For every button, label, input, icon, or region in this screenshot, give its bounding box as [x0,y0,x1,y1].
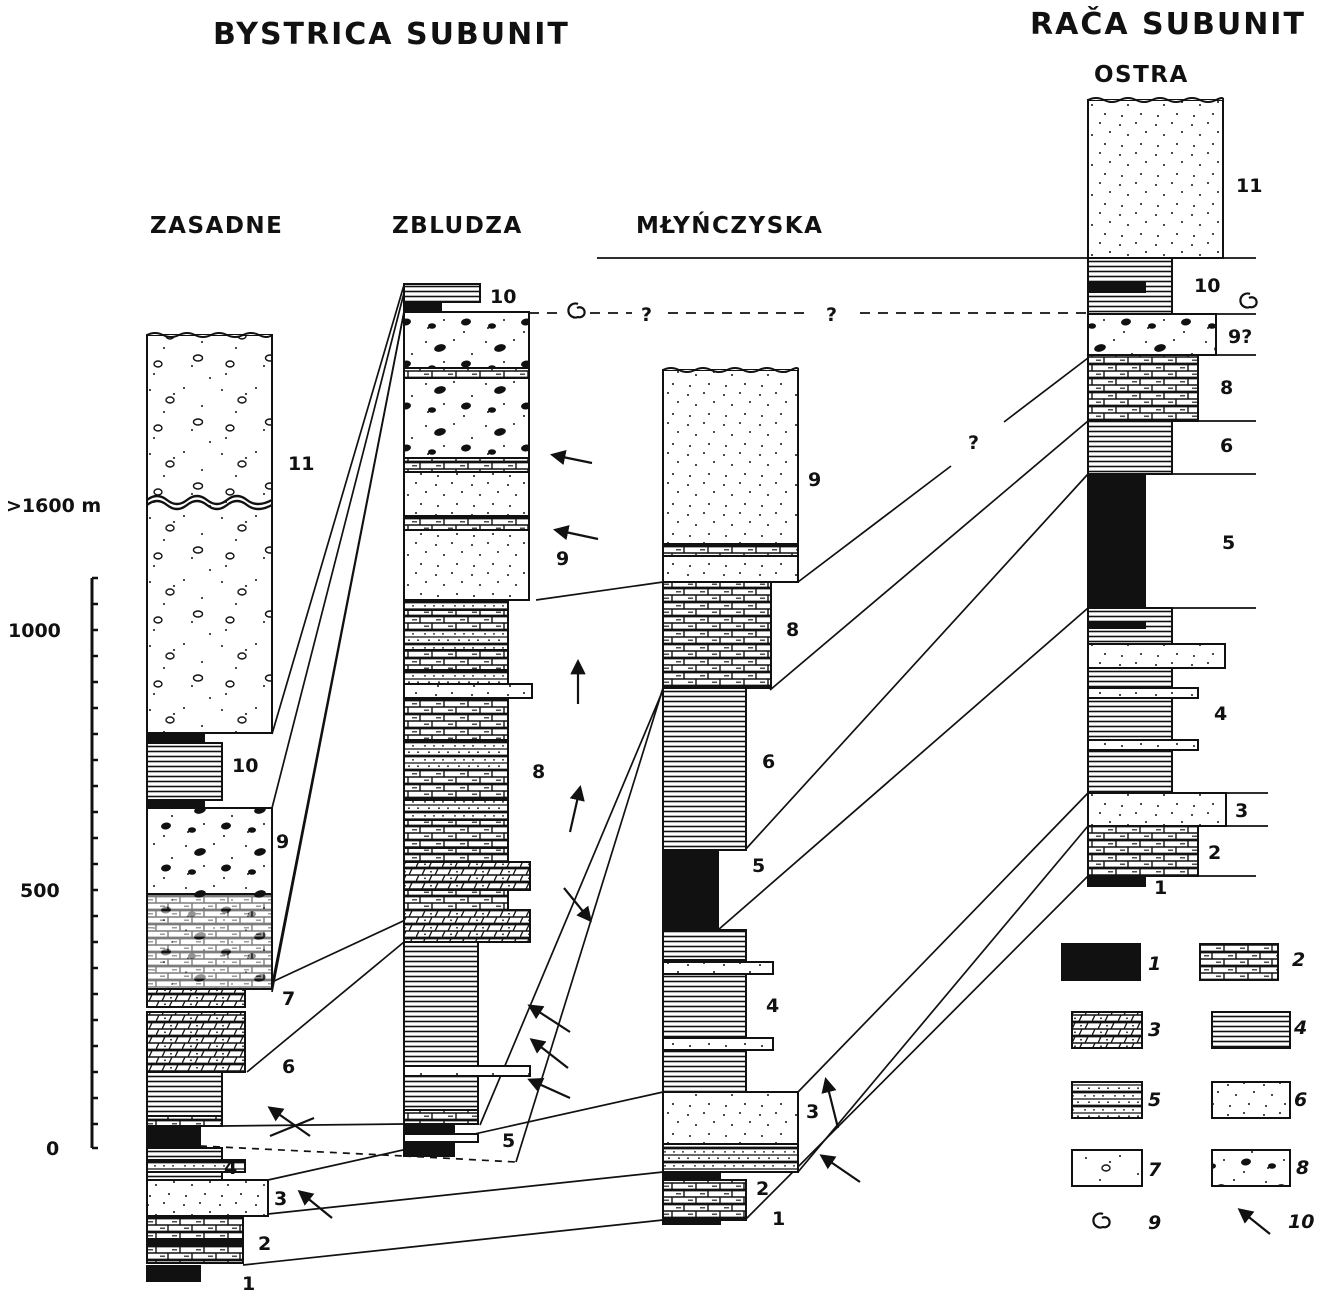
arrow-icon [826,1080,838,1128]
mlynczyska-unit-5: 5 [752,855,765,877]
zasadne-unit-1: 1 [242,1273,255,1292]
ostra-unit-4: 4 [1214,703,1227,725]
legend-label-5: 5 [1148,1089,1161,1111]
scale-tick-1000: 1000 [8,620,61,642]
mlynczyska-unit-6: 6 [762,751,775,773]
zasadne-unit-9: 9 [276,831,289,853]
zbludza-section-title: ZBLUDZA [392,213,523,239]
mlynczyska-unit-1: 1 [772,1208,785,1230]
legend-label-9: 9 [1148,1212,1161,1234]
zasadne-unit-6: 6 [282,1056,295,1078]
legend-swatch-1 [1062,944,1140,980]
mlynczyska-unit-3: 3 [806,1101,819,1123]
ostra-unit-10: 10 [1194,275,1220,297]
legend-swatch-4 [1212,1012,1290,1048]
legend-label-8: 8 [1296,1157,1309,1179]
raca-subunit-title: RAČA SUBUNIT [1030,5,1306,42]
ostra-unit-1: 1 [1154,877,1167,899]
scale-tick-0: 0 [46,1138,59,1160]
zbludza-unit-5: 5 [502,1130,515,1152]
ostra-unit-11: 11 [1236,175,1262,197]
ostra-unit-6: 6 [1220,435,1233,457]
legend-ammonite-icon [1093,1214,1109,1228]
ostra-unit-8: 8 [1220,377,1233,399]
zasadne-unit-3: 3 [274,1188,287,1210]
legend [1062,944,1290,1234]
ammonite-icon [1240,294,1256,308]
zbludza-unit-9: 9 [556,548,569,570]
ostra-unit-5: 5 [1222,532,1235,554]
zasadne-column [147,333,272,1281]
zasadne-unit-11: 11 [288,453,314,475]
zbludza-column [404,284,532,1156]
zasadne-unit-10: 10 [232,755,258,777]
legend-arrow-icon [1240,1210,1270,1234]
ostra-column [1088,98,1226,886]
legend-label-2: 2 [1292,949,1305,971]
ostra-unit-2: 2 [1208,842,1221,864]
legend-swatch-8 [1212,1150,1290,1186]
question-mark: ? [968,432,979,454]
legend-swatch-7 [1072,1150,1142,1186]
mlynczyska-unit-2: 2 [756,1178,769,1200]
legend-swatch-6 [1212,1082,1290,1118]
mlynczyska-column [663,368,798,1224]
zbludza-unit-10: 10 [490,286,516,308]
arrow-icon [300,1192,332,1218]
bystrica-subunit-title: BYSTRICA SUBUNIT [213,17,570,52]
legend-label-4: 4 [1293,1017,1307,1039]
question-mark: ? [826,304,837,326]
legend-swatch-2 [1200,944,1278,980]
ostra-unit-9q: 9? [1228,326,1252,348]
thickness-scale-bar: >1600 m 1000 500 0 [6,495,101,1160]
legend-label-10: 10 [1288,1211,1314,1233]
zasadne-section-title: ZASADNE [150,213,283,239]
arrow-icon [822,1156,860,1182]
legend-label-3: 3 [1148,1019,1161,1041]
arrow-icon [570,788,580,832]
legend-swatch-5 [1072,1082,1142,1118]
arrow-icon [553,455,592,463]
question-mark: ? [641,304,652,326]
scale-tick-500: 500 [20,880,60,902]
mlynczyska-unit-4: 4 [766,995,779,1017]
ostra-section-title: OSTRA [1094,62,1189,88]
zasadne-unit-4: 4 [224,1157,237,1179]
mlynczyska-unit-8: 8 [786,619,799,641]
zbludza-unit-8: 8 [532,761,545,783]
mlynczyska-section-title: MŁYŃCZYSKA [636,211,823,239]
ammonite-icon [568,304,584,318]
zasadne-unit-2: 2 [258,1233,271,1255]
legend-label-7: 7 [1148,1159,1162,1181]
zasadne-unit-7: 7 [282,988,295,1010]
ostra-unit-3: 3 [1235,800,1248,822]
arrow-icon [556,530,598,539]
mlynczyska-unit-9: 9 [808,469,821,491]
legend-label-1: 1 [1148,953,1161,975]
legend-swatch-3 [1072,1012,1142,1048]
scale-top-label: >1600 m [6,495,101,517]
arrow-icon [532,1040,568,1068]
legend-label-6: 6 [1294,1089,1307,1111]
